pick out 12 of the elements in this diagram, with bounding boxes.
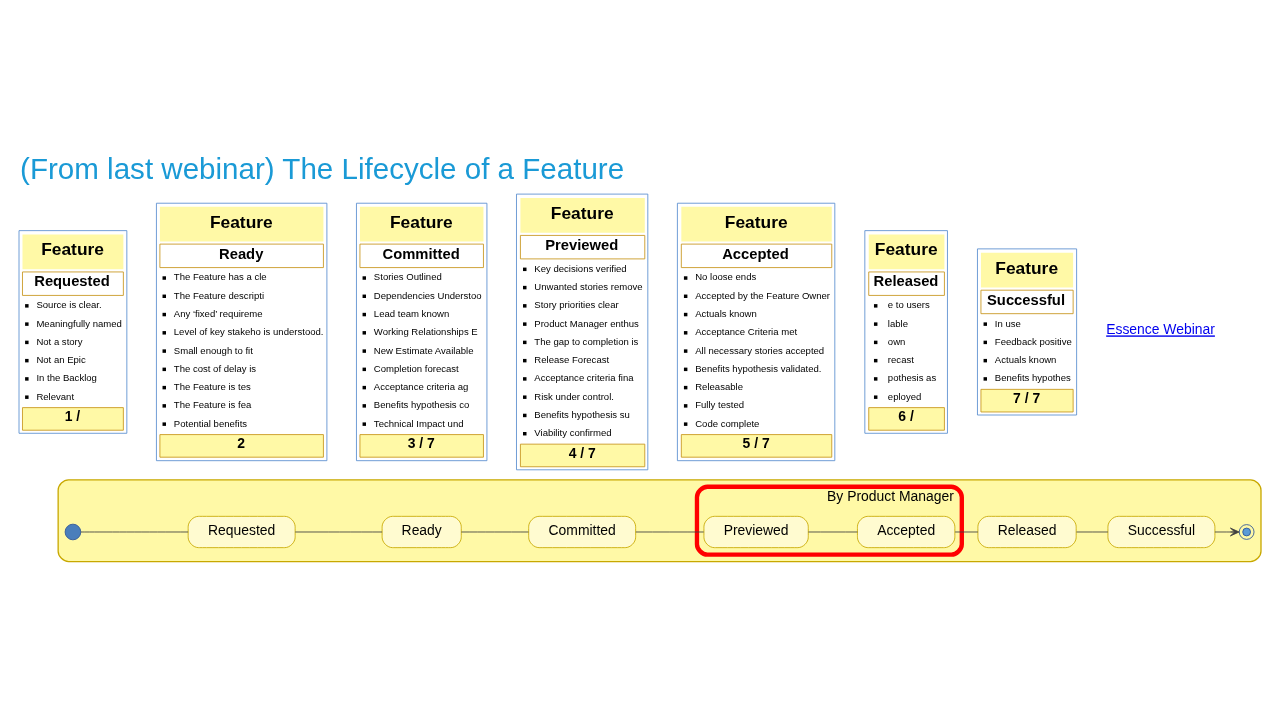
node-box: Previewed [703, 515, 809, 549]
cluster [57, 479, 1262, 563]
node-box: Requested [187, 515, 296, 549]
node-box: Successful [1107, 515, 1216, 549]
node-box: Accepted [857, 515, 956, 549]
node-circle [64, 523, 82, 541]
node-box: Released [977, 515, 1077, 549]
arrow [1214, 527, 1240, 537]
diagram-title: (From last webinar) The Lifecycle of a Feature [20, 151, 625, 185]
node-box: Committed [528, 515, 637, 549]
label: Essence Webinar [1106, 321, 1215, 338]
node-box: Ready [381, 515, 462, 549]
